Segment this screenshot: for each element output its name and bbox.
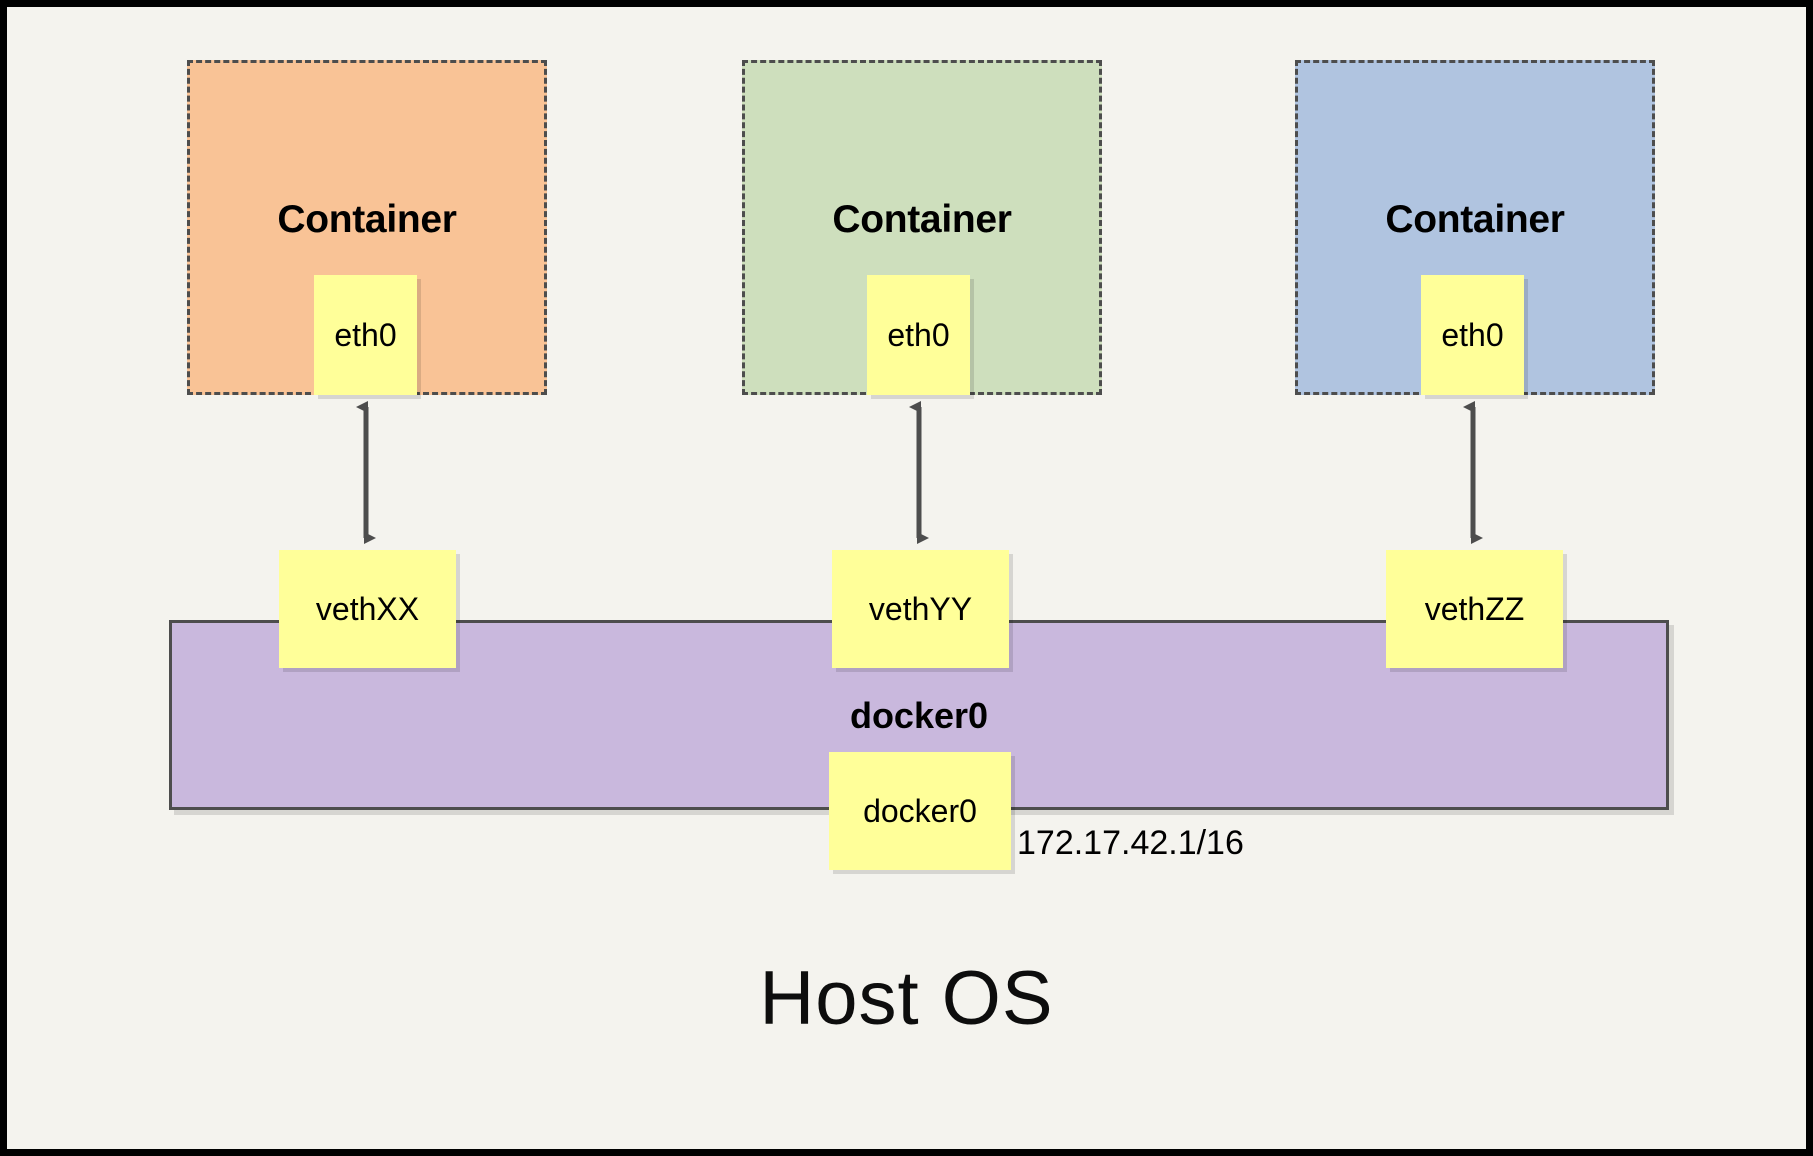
eth0-label-3: eth0 xyxy=(1441,316,1504,353)
veth-box-3: vethZZ xyxy=(1386,550,1563,668)
link-arrow-1 xyxy=(356,401,376,544)
veth-label-1: vethXX xyxy=(315,590,420,627)
docker0-bar-label: docker0 xyxy=(849,695,989,736)
eth0-label-2: eth0 xyxy=(887,316,950,353)
container-title-3: Container xyxy=(1385,198,1565,241)
bridge-ip-label: 172.17.42.1/16 xyxy=(1017,824,1244,862)
veth-box-2: vethYY xyxy=(832,550,1009,668)
eth0-box-2: eth0 xyxy=(867,275,970,395)
docker0-port-label: docker0 xyxy=(863,792,977,829)
container-title-1: Container xyxy=(277,198,457,241)
veth-label-3: vethZZ xyxy=(1424,590,1525,627)
eth0-box-3: eth0 xyxy=(1421,275,1524,395)
eth0-box-1: eth0 xyxy=(314,275,417,395)
link-arrow-2 xyxy=(909,401,929,544)
veth-box-1: vethXX xyxy=(279,550,456,668)
container-title-2: Container xyxy=(832,198,1012,241)
host-os-label: Host OS xyxy=(759,956,1054,1041)
link-arrow-3 xyxy=(1463,401,1483,544)
eth0-label-1: eth0 xyxy=(334,316,397,353)
veth-label-2: vethYY xyxy=(868,590,973,627)
docker0-port-box: docker0 xyxy=(829,752,1011,870)
